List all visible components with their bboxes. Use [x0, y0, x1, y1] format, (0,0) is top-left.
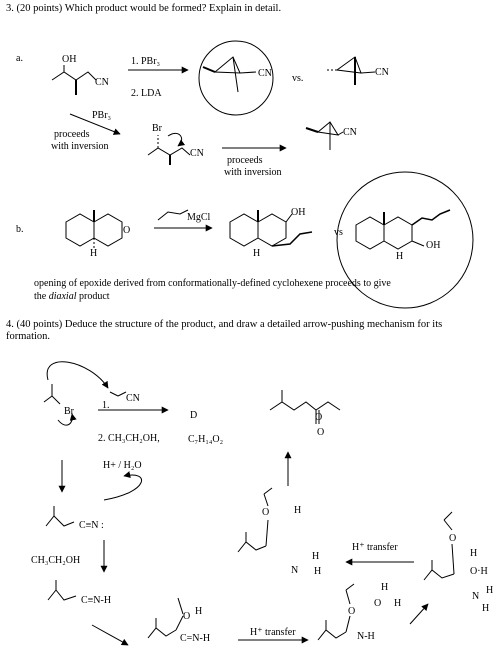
p1-oh-label: OH: [291, 207, 306, 218]
step1-pbr3: 1. PBr₃: [131, 56, 161, 67]
q4-bromide: [43, 395, 61, 405]
q4-amm-h: H: [294, 505, 302, 516]
arrow-q4-bottom: [91, 624, 129, 646]
cyclopropane-2: [335, 56, 362, 74]
q4-h-transfer-1: H⁺ transfer: [250, 627, 296, 638]
alt-cn-label: CN: [375, 67, 389, 78]
p2-oh-label: OH: [426, 240, 441, 251]
q4-ix-h2: H: [394, 598, 402, 609]
q4-imidate-o: O: [183, 611, 191, 622]
note-line2: the diaxial product: [34, 291, 110, 303]
epoxide-o: O: [123, 225, 131, 236]
sm-skeleton: [51, 71, 97, 81]
q4-ester: [269, 401, 341, 411]
q4-ix-h1: H: [381, 582, 389, 593]
q4-cn: CN: [126, 393, 140, 404]
q3-header: 3. (20 points) Which product would be fo…: [6, 3, 282, 14]
q4-nitrilium-chain: [47, 589, 77, 601]
q4-amm-o: O: [262, 507, 270, 518]
decalin-right-b: [257, 213, 287, 247]
q4-br: Br: [64, 406, 74, 417]
q4-step1: 1.: [102, 400, 110, 411]
q4-amm-h1: H: [312, 551, 320, 562]
epoxide-h: H: [90, 248, 98, 259]
q4-imidate-h: H: [195, 606, 203, 617]
q4-tet-o: O: [449, 533, 457, 544]
q4-nitrilium: C≡N-H: [81, 595, 112, 606]
q4-tet-h: H: [470, 548, 478, 559]
vs-label: vs.: [292, 73, 304, 84]
q4-ester-o2: O: [317, 427, 325, 438]
decalin-right-a: [93, 213, 123, 247]
decalin-left-b: [229, 213, 259, 247]
q4-tet-h3: H: [482, 603, 490, 614]
decalin-right-c: [383, 216, 413, 250]
proceeds-inversion-1b: with inversion: [51, 141, 109, 152]
arrow-pbr3: [69, 113, 121, 135]
q4-product-d: D: [190, 410, 198, 421]
pbr3-reagent: PBr₃: [92, 110, 112, 121]
mgcl-label: MgCl: [187, 212, 211, 223]
note-prefix: the: [34, 291, 49, 302]
arrow-to-tet: [409, 603, 429, 625]
prod-cn-label: CN: [343, 127, 357, 138]
q4-ix-o: O: [348, 606, 356, 617]
proceeds-inversion-2: proceeds: [227, 155, 263, 166]
q4-imidate-chain: [147, 627, 177, 639]
decalin-left-c: [355, 216, 385, 250]
q4-ix-nh: N-H: [357, 631, 375, 642]
proceeds-inversion-2b: with inversion: [224, 167, 282, 178]
step2-lda: 2. LDA: [131, 88, 162, 99]
vs-b-label: vs: [334, 227, 343, 238]
part-a-label: a.: [16, 53, 23, 64]
q4-step2: 2. CH₃CH₂OH,: [98, 433, 160, 444]
cyclopropane-3: [316, 121, 339, 136]
q4-tet-chain: [423, 569, 455, 581]
answer-circle-b: [336, 171, 474, 309]
q4-tet-oh: O·H: [470, 566, 488, 577]
q4-amm-h2: H: [314, 566, 322, 577]
br-label: Br: [152, 123, 162, 134]
sm-cn-label: CN: [95, 77, 109, 88]
q4-ix-chain: [317, 629, 347, 641]
part-b-label: b.: [16, 224, 24, 235]
proceeds-inversion-1: proceeds: [54, 129, 90, 140]
q4-tet-h2: H: [486, 585, 494, 596]
q4-header-line1: 4. (40 points) Deduce the structure of t…: [6, 319, 443, 330]
cyclopropane-1: [213, 56, 241, 74]
answer-circle: [198, 40, 274, 116]
q4-imidate-cn: C=N-H: [180, 633, 211, 644]
note-suffix: product: [76, 291, 110, 302]
q4-h-h2o: H+ / H₂O: [103, 460, 142, 471]
q4-amm-chain: [237, 541, 267, 553]
decalin-left-a: [65, 213, 95, 247]
q4-tet-n: N: [472, 591, 480, 602]
circled-cn-label: CN: [258, 68, 272, 79]
br-int-skeleton: [147, 147, 191, 156]
cn-mid-label: CN: [190, 148, 204, 159]
p2-h-label: H: [396, 251, 404, 262]
q4-hplus-label: H⁺ transfer: [352, 542, 398, 553]
q4-etoh: CH₃CH₂OH: [31, 555, 81, 566]
q4-amm-n: N: [291, 565, 299, 576]
note-line1: opening of epoxide derived from conforma…: [34, 278, 391, 289]
sm-oh-label: OH: [62, 54, 77, 65]
q4-ix-o2: O: [374, 598, 382, 609]
q4-nitrile: C≡N :: [79, 520, 104, 531]
q4-header-line2: formation.: [6, 331, 51, 342]
p1-h-label: H: [253, 248, 261, 259]
note-diaxial: diaxial: [48, 291, 77, 302]
q4-formula: C₇H₁₄O₂: [188, 434, 224, 445]
q4-nitrile-chain: [45, 515, 75, 527]
